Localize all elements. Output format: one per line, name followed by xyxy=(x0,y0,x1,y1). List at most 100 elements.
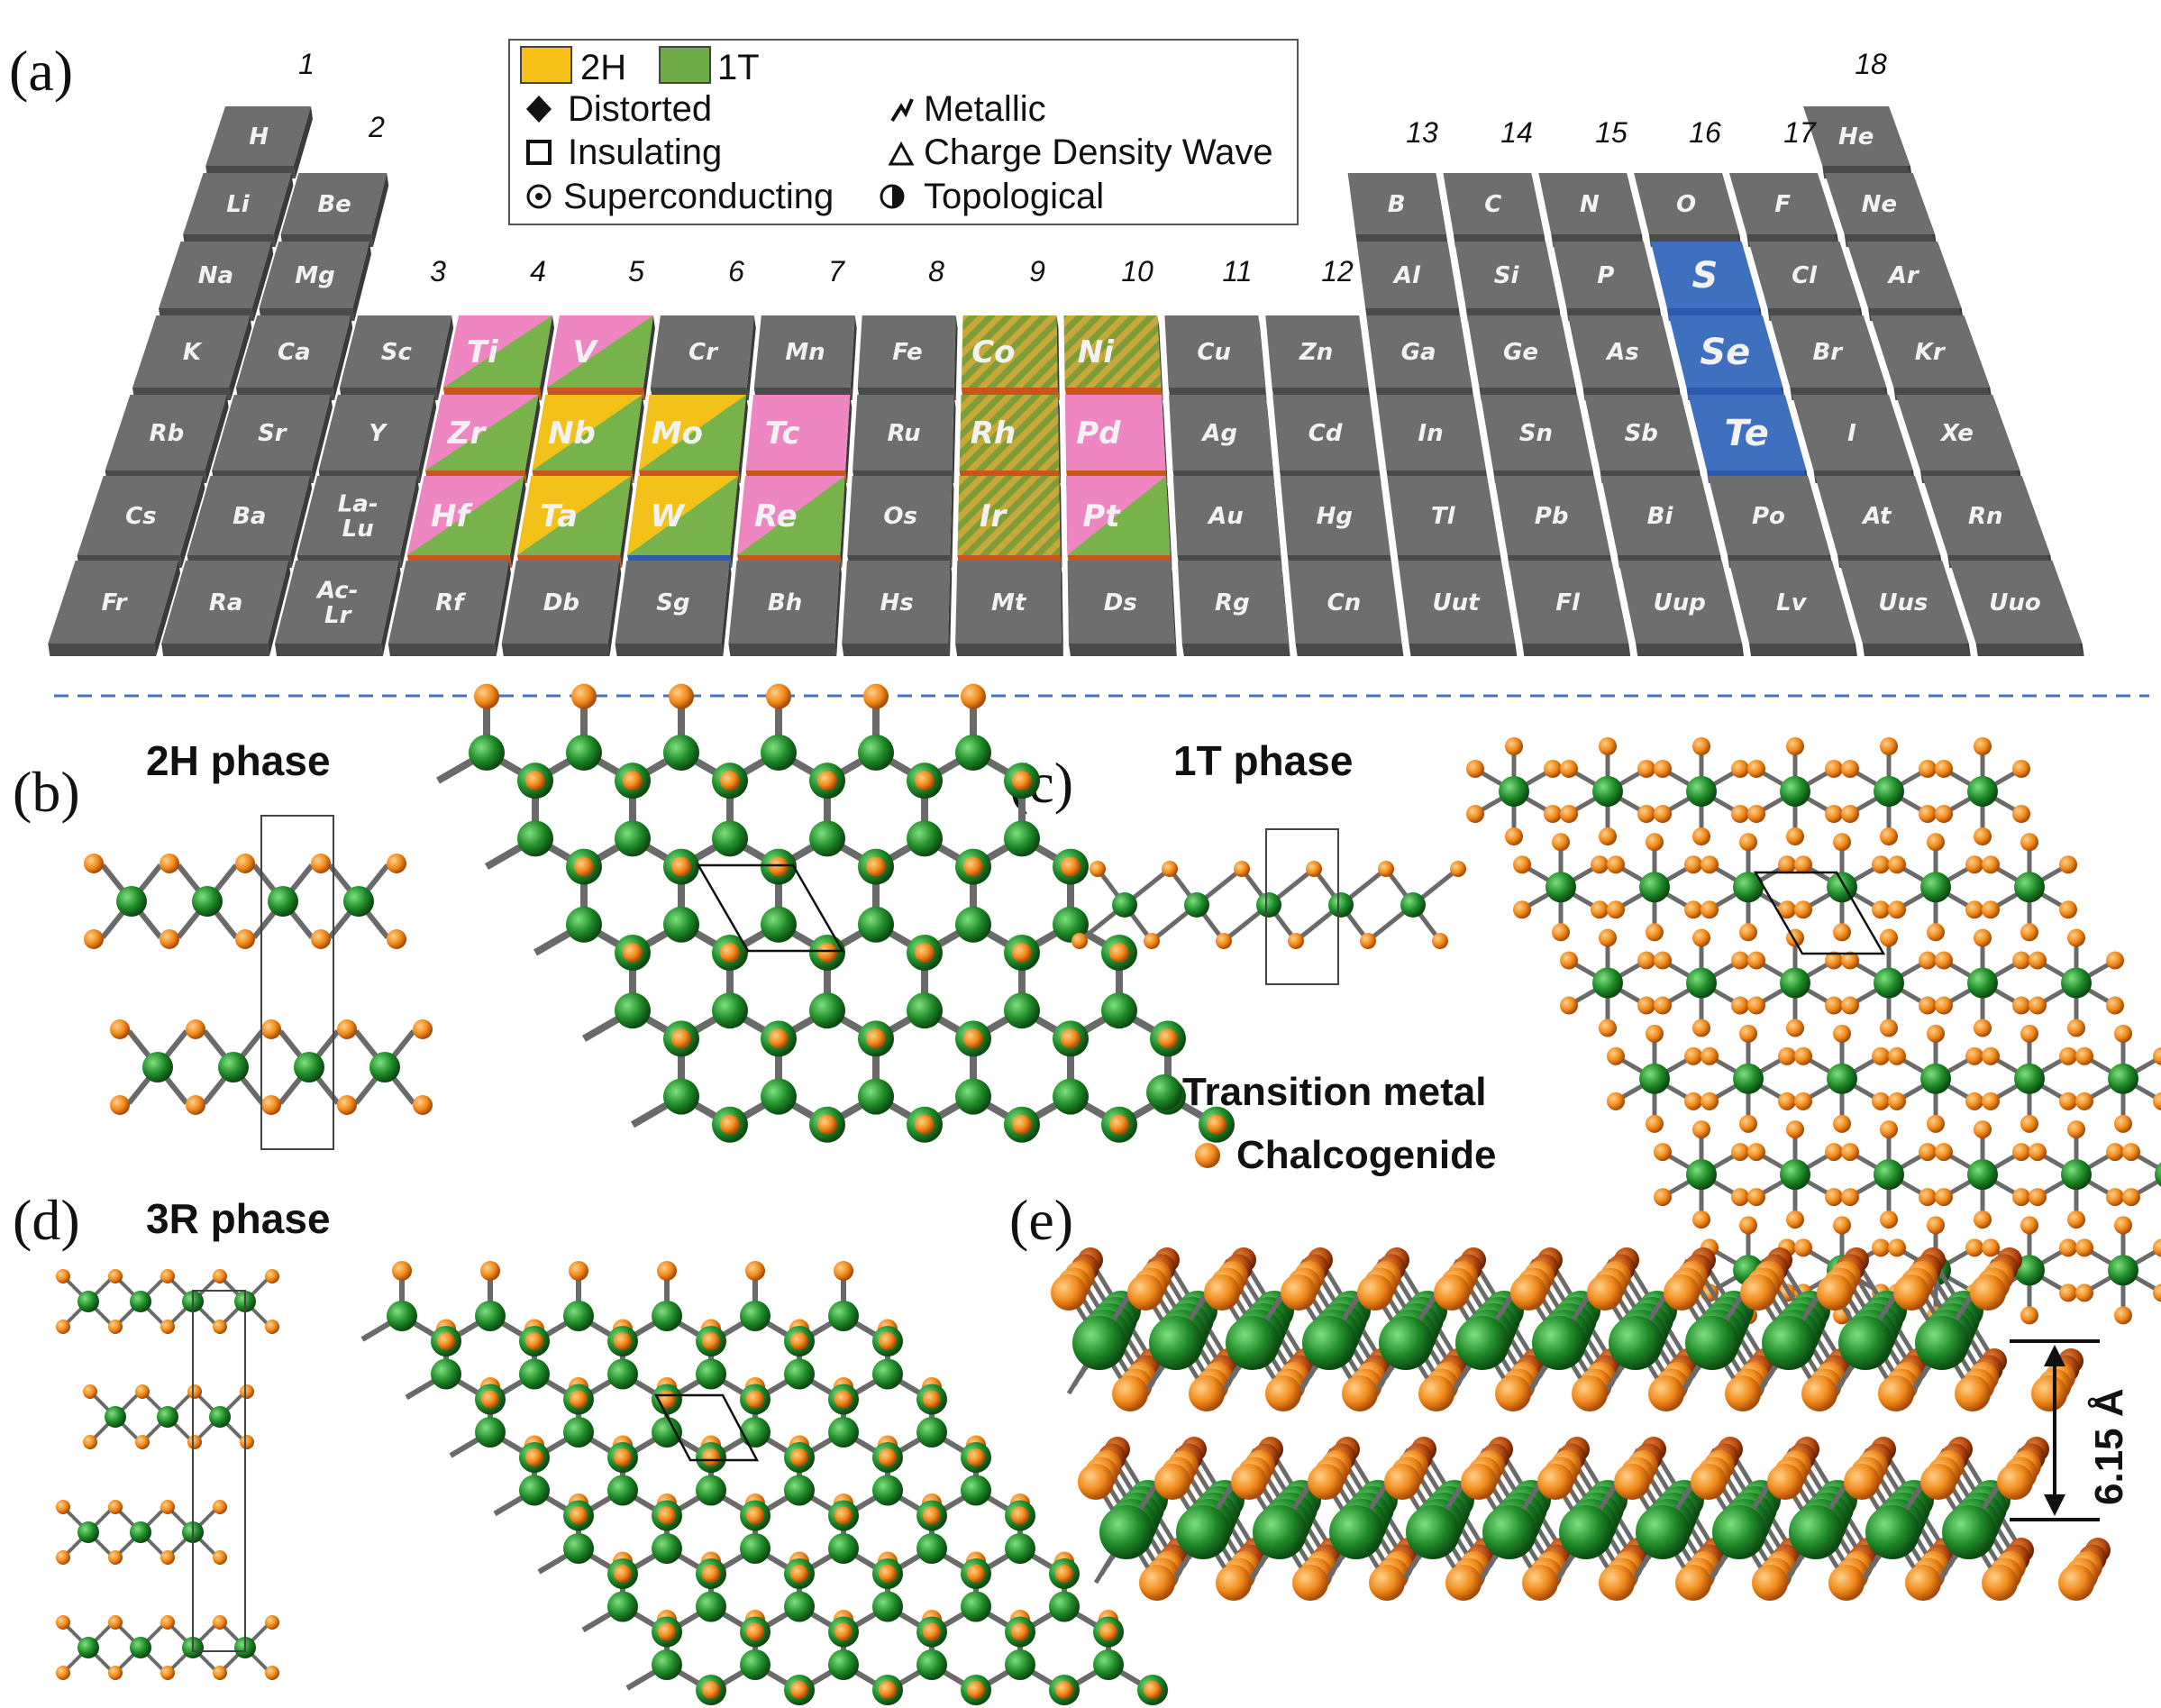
element-symbol: Lr xyxy=(324,602,353,629)
element-cell-rh: Rh xyxy=(959,395,1062,483)
element-cell-ar: Ar xyxy=(1846,242,1964,321)
element-symbol: Ge xyxy=(1503,339,1538,366)
element-symbol: Fr xyxy=(102,589,129,617)
element-cell-hg: Hg xyxy=(1280,476,1392,568)
element-symbol: I xyxy=(1847,420,1856,447)
group-number: 2 xyxy=(368,111,385,143)
metal-atom-label: Transition metal xyxy=(1182,1070,1486,1114)
element-cell-ne: Ne xyxy=(1824,173,1938,247)
element-cell-ba: Ba xyxy=(187,476,313,568)
chalcogen-atom-label: Chalcogenide xyxy=(1236,1133,1497,1177)
element-symbol: Db xyxy=(543,589,579,617)
element-symbol: Al xyxy=(1392,262,1421,289)
element-cell-s: S xyxy=(1650,242,1763,321)
element-symbol: Ca xyxy=(278,339,311,366)
group-number: 14 xyxy=(1500,116,1533,149)
element-symbol: Tl xyxy=(1431,503,1456,530)
panel-label-d: (d) xyxy=(13,1188,80,1252)
element-symbol: Ds xyxy=(1104,589,1137,617)
element-cell-mt: Mt xyxy=(955,561,1063,656)
element-symbol: Re xyxy=(754,498,798,534)
element-cell-lv: Lv xyxy=(1728,561,1857,656)
element-cell-hf: Hf xyxy=(406,476,526,568)
element-cell-hs: Hs xyxy=(842,561,953,656)
element-cell-o: O xyxy=(1634,173,1742,247)
element-symbol: Li xyxy=(226,191,251,218)
element-cell-re: Re xyxy=(737,476,847,568)
element-symbol: Hs xyxy=(880,589,914,617)
element-symbol: Lu xyxy=(342,516,374,543)
element-symbol: Rh xyxy=(971,416,1016,452)
element-cell-b: B xyxy=(1347,173,1448,247)
element-cell-mn: Mn xyxy=(753,315,857,400)
structure-bilayer-3d xyxy=(1051,1247,2111,1601)
element-symbol: C xyxy=(1484,191,1501,218)
element-symbol: Co xyxy=(971,334,1015,370)
element-cell-mo: Mo xyxy=(639,395,748,483)
element-symbol: Sg xyxy=(656,589,689,617)
element-cell-pt: Pt xyxy=(1066,476,1172,568)
element-cell-ds: Ds xyxy=(1067,561,1177,656)
element-symbol: F xyxy=(1774,191,1791,218)
legend-cdw: Charge Density Wave xyxy=(924,132,1273,172)
title-2h-phase: 2H phase xyxy=(146,737,331,784)
element-symbol: Cn xyxy=(1327,589,1362,617)
element-symbol: Pt xyxy=(1082,498,1121,534)
element-symbol: Be xyxy=(317,191,351,218)
element-cell-la-lu: La-Lu xyxy=(296,476,419,568)
element-symbol: Ru xyxy=(888,420,921,447)
square-icon xyxy=(526,140,552,165)
element-symbol: Uut xyxy=(1433,589,1482,617)
element-symbol: Zr xyxy=(447,416,488,452)
element-cell-po: Po xyxy=(1708,476,1833,568)
element-cell-rb: Rb xyxy=(105,395,229,483)
element-symbol: Se xyxy=(1700,332,1750,373)
element-cell-at: At xyxy=(1815,476,1943,568)
legend-distorted: Distorted xyxy=(568,89,712,129)
element-cell-au: Au xyxy=(1172,476,1282,568)
element-symbol: Br xyxy=(1812,339,1844,366)
element-cell-rg: Rg xyxy=(1177,561,1290,656)
legend-1t-swatch xyxy=(659,46,711,84)
element-symbol: Te xyxy=(1724,413,1768,454)
element-symbol: Ra xyxy=(209,589,243,617)
element-symbol: Xe xyxy=(1939,420,1974,447)
group-number: 8 xyxy=(928,255,944,288)
element-cell-ra: Ra xyxy=(161,561,291,656)
element-symbol: In xyxy=(1418,420,1443,447)
element-cell-sr: Sr xyxy=(212,395,333,483)
element-symbol: Rg xyxy=(1215,589,1250,617)
lightning-icon xyxy=(890,98,914,123)
element-cell-db: Db xyxy=(501,561,622,656)
element-cell-y: Y xyxy=(318,395,437,483)
element-cell-sg: Sg xyxy=(615,561,732,656)
element-cell-i: I xyxy=(1792,395,1915,483)
element-symbol: Ba xyxy=(233,503,266,530)
element-cell-tc: Tc xyxy=(745,395,853,483)
element-cell-cs: Cs xyxy=(77,476,205,568)
element-symbol: Fe xyxy=(892,339,922,366)
element-symbol: Sn xyxy=(1519,420,1553,447)
metal-atom-icon xyxy=(1146,1074,1182,1110)
structure-1t-side-view xyxy=(1071,828,1466,985)
element-cell-n: N xyxy=(1538,173,1644,247)
atom-legend: Transition metal Chalcogenide xyxy=(1146,1070,1497,1177)
diamond-icon xyxy=(526,96,552,123)
element-cell-os: Os xyxy=(847,476,954,568)
element-symbol: Uus xyxy=(1878,589,1928,617)
legend-insulating: Insulating xyxy=(568,132,722,172)
group-number: 12 xyxy=(1321,255,1354,288)
element-symbol: Sr xyxy=(258,420,288,447)
element-symbol: Y xyxy=(369,420,388,447)
element-symbol: Po xyxy=(1752,503,1785,530)
element-symbol: Rf xyxy=(435,589,467,617)
element-cell-xe: Xe xyxy=(1895,395,2022,483)
element-symbol: He xyxy=(1838,123,1874,151)
element-symbol: Cu xyxy=(1197,339,1231,366)
element-symbol: N xyxy=(1580,191,1600,218)
element-symbol: Ac- xyxy=(315,577,359,604)
element-cell-fe: Fe xyxy=(857,315,958,400)
element-cell-sb: Sb xyxy=(1584,395,1701,483)
element-cell-ru: Ru xyxy=(853,395,956,483)
